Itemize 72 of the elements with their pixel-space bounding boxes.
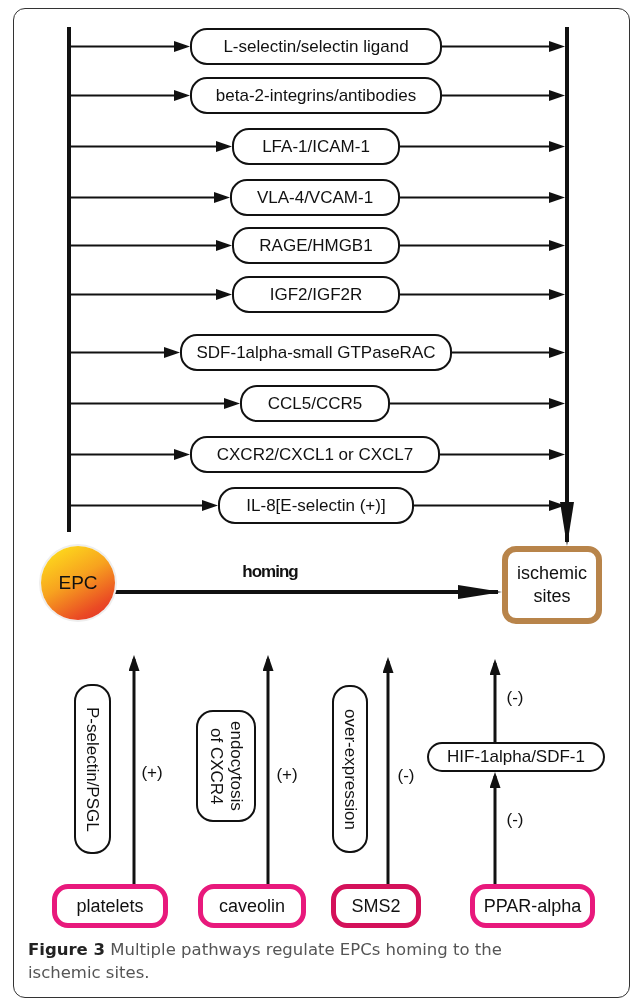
arrow — [489, 772, 501, 884]
source-box — [331, 884, 421, 928]
rounded-label-box — [240, 385, 390, 422]
arrow — [70, 347, 180, 358]
vertical-label-box — [196, 710, 256, 822]
node-label: HIF-1alpha/SDF-1 — [447, 747, 585, 767]
arrow — [70, 289, 232, 300]
arrow — [441, 41, 565, 52]
node-label: PPAR-alpha — [483, 895, 582, 917]
figure-caption: Figure 3 Multiple pathways regulate EPCs homing to the ischemic sites. — [28, 939, 503, 985]
rounded-label-box — [232, 227, 400, 264]
edge-label: (-) — [506, 810, 524, 830]
node-label: SDF-1alpha-small GTPaseRAC — [196, 342, 436, 363]
node-label: caveolin — [218, 895, 285, 917]
node-label: LFA-1/ICAM-1 — [262, 136, 370, 157]
arrow — [399, 289, 565, 300]
node-label: over-expression — [340, 708, 360, 830]
arrow — [389, 398, 565, 409]
arrow — [70, 90, 190, 101]
node-label: beta-2-integrins/antibodies — [215, 85, 417, 106]
node-label: CCL5/CCR5 — [267, 393, 363, 414]
rounded-label-box — [190, 436, 440, 473]
arrow — [399, 240, 565, 251]
edge-label: (-) — [397, 766, 415, 786]
arrow — [399, 192, 565, 203]
rounded-label-box — [232, 128, 400, 165]
vertical-label-box — [332, 685, 368, 853]
node-label: RAGE/HMGB1 — [259, 235, 373, 256]
edge-label: (+) — [276, 765, 298, 785]
arrow — [70, 398, 240, 409]
arrow — [451, 347, 565, 358]
source-box — [198, 884, 306, 928]
node-label: IGF2/IGF2R — [269, 284, 363, 305]
rounded-label-box — [180, 334, 452, 371]
node-label: platelets — [76, 895, 144, 917]
vertical-label-box — [74, 684, 111, 854]
node-label: VLA-4/VCAM-1 — [256, 187, 374, 208]
edge-label: (-) — [506, 688, 524, 708]
arrow — [560, 465, 574, 546]
arrow — [441, 90, 565, 101]
cell-circle — [41, 546, 115, 620]
arrow — [70, 141, 232, 152]
node-label: IL-8[E-selectin (+)] — [246, 495, 386, 516]
source-box — [52, 884, 168, 928]
edge-label: (+) — [141, 763, 163, 783]
target-site-box — [502, 546, 602, 624]
arrow — [489, 659, 501, 742]
node-label: EPC — [58, 572, 98, 594]
source-box — [470, 884, 595, 928]
arrow — [115, 585, 502, 599]
arrow — [70, 240, 232, 251]
arrow — [70, 41, 190, 52]
arrow — [70, 192, 230, 203]
arrow — [262, 655, 274, 884]
node-label: endocytosis of CXCR4 — [206, 720, 246, 813]
node-label: L-selectin/selectin ligand — [223, 36, 409, 57]
arrow — [399, 141, 565, 152]
node-label: SMS2 — [351, 895, 401, 917]
node-label: ischemic sites — [516, 561, 588, 608]
rounded-label-box — [190, 28, 442, 65]
rounded-label-box — [230, 179, 400, 216]
rounded-label-box — [190, 77, 442, 114]
node-label: CXCR2/CXCL1 or CXCL7 — [216, 444, 414, 465]
arrow — [439, 449, 565, 460]
rounded-label-box — [218, 487, 414, 524]
arrow — [128, 655, 140, 884]
arrow — [70, 449, 190, 460]
arrow — [382, 657, 394, 884]
node-label: P-selectin/PSGL — [82, 706, 103, 832]
rounded-label-box — [427, 742, 605, 772]
arrow — [70, 500, 218, 511]
rounded-label-box — [232, 276, 400, 313]
